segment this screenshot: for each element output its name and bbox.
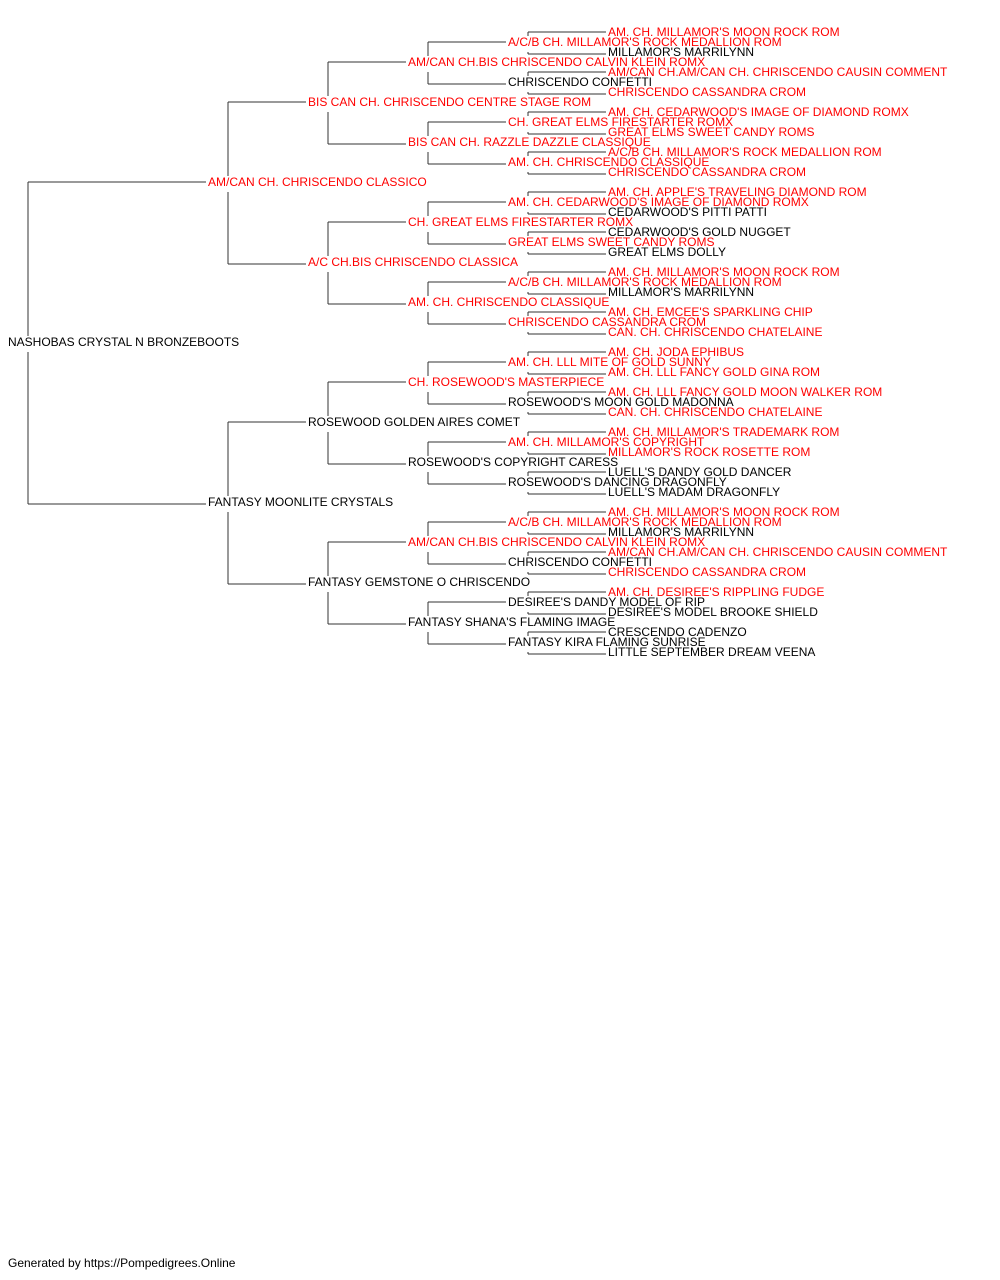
ancestor-name: FANTASY MOONLITE CRYSTALS [208, 495, 393, 509]
ancestor-name: AM. CH. LLL MITE OF GOLD SUNNY [508, 355, 711, 369]
ancestor-name: MILLAMOR'S ROCK ROSETTE ROM [608, 445, 810, 459]
ancestor-name: CH. ROSEWOOD'S MASTERPIECE [408, 375, 604, 389]
footer-credit: Generated by https://Pompedigrees.Online [8, 1256, 236, 1270]
ancestor-name: AM. CH. JODA EPHIBUS [608, 345, 744, 359]
ancestor-name: DESIREE'S DANDY MODEL OF RIP [508, 595, 705, 609]
ancestor-name: AM/CAN CH.BIS CHRISCENDO CALVIN KLEIN RO… [408, 55, 705, 69]
ancestor-name: AM. CH. LLL FANCY GOLD MOON WALKER ROM [608, 385, 882, 399]
ancestor-name: AM/CAN CH.AM/CAN CH. CHRISCENDO CAUSIN C… [608, 65, 948, 79]
ancestor-name: AM. CH. MILLAMOR'S COPYRIGHT [508, 435, 705, 449]
ancestor-name: AM/CAN CH.BIS CHRISCENDO CALVIN KLEIN RO… [408, 535, 705, 549]
ancestor-name: A/C/B CH. MILLAMOR'S ROCK MEDALLION ROM [608, 145, 882, 159]
ancestor-name: BIS CAN CH. CHRISCENDO CENTRE STAGE ROM [308, 95, 591, 109]
ancestor-name: CHRISCENDO CASSANDRA CROM [608, 565, 806, 579]
ancestor-name: LITTLE SEPTEMBER DREAM VEENA [608, 645, 815, 659]
ancestor-name: CRESCENDO CADENZO [608, 625, 747, 639]
ancestor-name: GREAT ELMS SWEET CANDY ROMS [608, 125, 814, 139]
ancestor-name: AM. CH. MILLAMOR'S TRADEMARK ROM [608, 425, 839, 439]
ancestor-name: CH. GREAT ELMS FIRESTARTER ROMX [408, 215, 633, 229]
ancestor-name: FANTASY KIRA FLAMING SUNRISE [508, 635, 706, 649]
ancestor-name: FANTASY GEMSTONE O CHRISCENDO [308, 575, 530, 589]
ancestor-name: DESIREE'S MODEL BROOKE SHIELD [608, 605, 818, 619]
ancestor-name: ROSEWOOD'S MOON GOLD MADONNA [508, 395, 734, 409]
ancestor-name: BIS CAN CH. RAZZLE DAZZLE CLASSIQUE [408, 135, 651, 149]
ancestor-name: CH. GREAT ELMS FIRESTARTER ROMX [508, 115, 733, 129]
ancestor-name: MILLAMOR'S MARRILYNN [608, 45, 754, 59]
ancestor-name: AM. CH. DESIREE'S RIPPLING FUDGE [608, 585, 824, 599]
ancestor-name: LUELL'S MADAM DRAGONFLY [608, 485, 780, 499]
ancestor-name: AM. CH. MILLAMOR'S MOON ROCK ROM [608, 265, 840, 279]
ancestor-name: CHRISCENDO CONFETTI [508, 75, 652, 89]
ancestor-name: GREAT ELMS DOLLY [608, 245, 726, 259]
ancestor-name: A/C/B CH. MILLAMOR'S ROCK MEDALLION ROM [508, 275, 782, 289]
ancestor-name: AM. CH. EMCEE'S SPARKLING CHIP [608, 305, 813, 319]
ancestor-name: MILLAMOR'S MARRILYNN [608, 525, 754, 539]
ancestor-name: AM. CH. MILLAMOR'S MOON ROCK ROM [608, 25, 840, 39]
ancestor-name: CHRISCENDO CASSANDRA CROM [508, 315, 706, 329]
ancestor-name: CEDARWOOD'S PITTI PATTI [608, 205, 767, 219]
ancestor-name: CHRISCENDO CASSANDRA CROM [608, 85, 806, 99]
ancestor-name: ROSEWOOD'S COPYRIGHT CARESS [408, 455, 618, 469]
ancestor-name: AM. CH. MILLAMOR'S MOON ROCK ROM [608, 505, 840, 519]
ancestor-name: A/C/B CH. MILLAMOR'S ROCK MEDALLION ROM [508, 35, 782, 49]
ancestor-name: AM. CH. CEDARWOOD'S IMAGE OF DIAMOND ROM… [608, 105, 909, 119]
ancestor-name: ROSEWOOD'S DANCING DRAGONFLY [508, 475, 727, 489]
ancestor-name: CAN. CH. CHRISCENDO CHATELAINE [608, 325, 822, 339]
ancestor-name: CAN. CH. CHRISCENDO CHATELAINE [608, 405, 822, 419]
ancestor-name: CEDARWOOD'S GOLD NUGGET [608, 225, 791, 239]
ancestor-name: CHRISCENDO CASSANDRA CROM [608, 165, 806, 179]
ancestor-name: ROSEWOOD GOLDEN AIRES COMET [308, 415, 521, 429]
ancestor-name: AM. CH. CEDARWOOD'S IMAGE OF DIAMOND ROM… [508, 195, 809, 209]
ancestor-name: GREAT ELMS SWEET CANDY ROMS [508, 235, 714, 249]
ancestor-name: AM/CAN CH.AM/CAN CH. CHRISCENDO CAUSIN C… [608, 545, 948, 559]
ancestor-name: AM. CH. CHRISCENDO CLASSIQUE [508, 155, 709, 169]
ancestor-name: A/C CH.BIS CHRISCENDO CLASSICA [308, 255, 518, 269]
ancestor-name: AM. CH. APPLE'S TRAVELING DIAMOND ROM [608, 185, 867, 199]
ancestor-name: LUELL'S DANDY GOLD DANCER [608, 465, 792, 479]
subject-name: NASHOBAS CRYSTAL N BRONZEBOOTS [8, 335, 239, 349]
ancestor-name: A/C/B CH. MILLAMOR'S ROCK MEDALLION ROM [508, 515, 782, 529]
ancestor-name: CHRISCENDO CONFETTI [508, 555, 652, 569]
ancestor-name: AM/CAN CH. CHRISCENDO CLASSICO [208, 175, 427, 189]
ancestor-name: FANTASY SHANA'S FLAMING IMAGE [408, 615, 615, 629]
ancestor-name: MILLAMOR'S MARRILYNN [608, 285, 754, 299]
ancestor-name: AM. CH. LLL FANCY GOLD GINA ROM [608, 365, 820, 379]
ancestor-name: AM. CH. CHRISCENDO CLASSIQUE [408, 295, 609, 309]
